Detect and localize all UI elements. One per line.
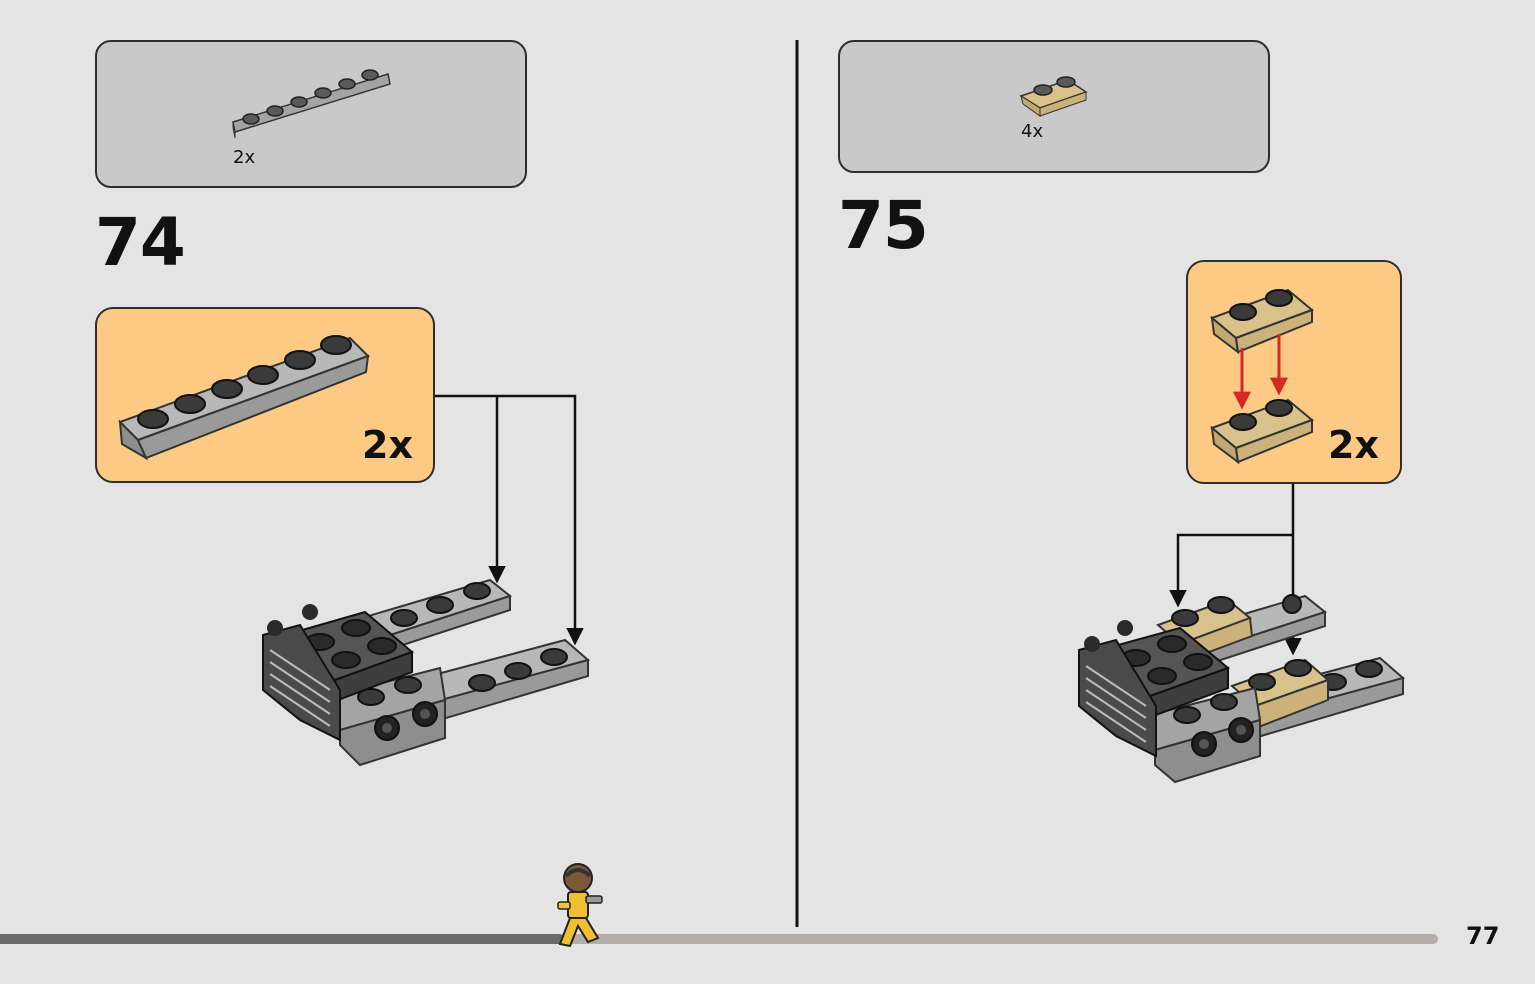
step-number-74: 74	[95, 204, 186, 281]
parts-grey-plate-small	[232, 69, 391, 139]
step-number-75: 75	[838, 187, 929, 264]
parts-qty-75: 4x	[1021, 121, 1044, 142]
parts-qty-74: 2x	[233, 147, 256, 168]
step74-arrows	[435, 394, 584, 646]
step74-assembly	[262, 578, 591, 767]
callout-tan-plates	[1210, 288, 1314, 465]
page-number: 77	[1466, 922, 1500, 950]
step75-assembly	[1078, 594, 1406, 784]
minifigure-icon	[557, 863, 603, 948]
callout-grey-plate	[118, 335, 370, 461]
callout-qty-74: 2x	[362, 423, 413, 467]
callout-qty-75: 2x	[1328, 423, 1379, 467]
parts-tan-plate-small	[1019, 76, 1088, 117]
parts-list-box-74	[95, 40, 527, 188]
